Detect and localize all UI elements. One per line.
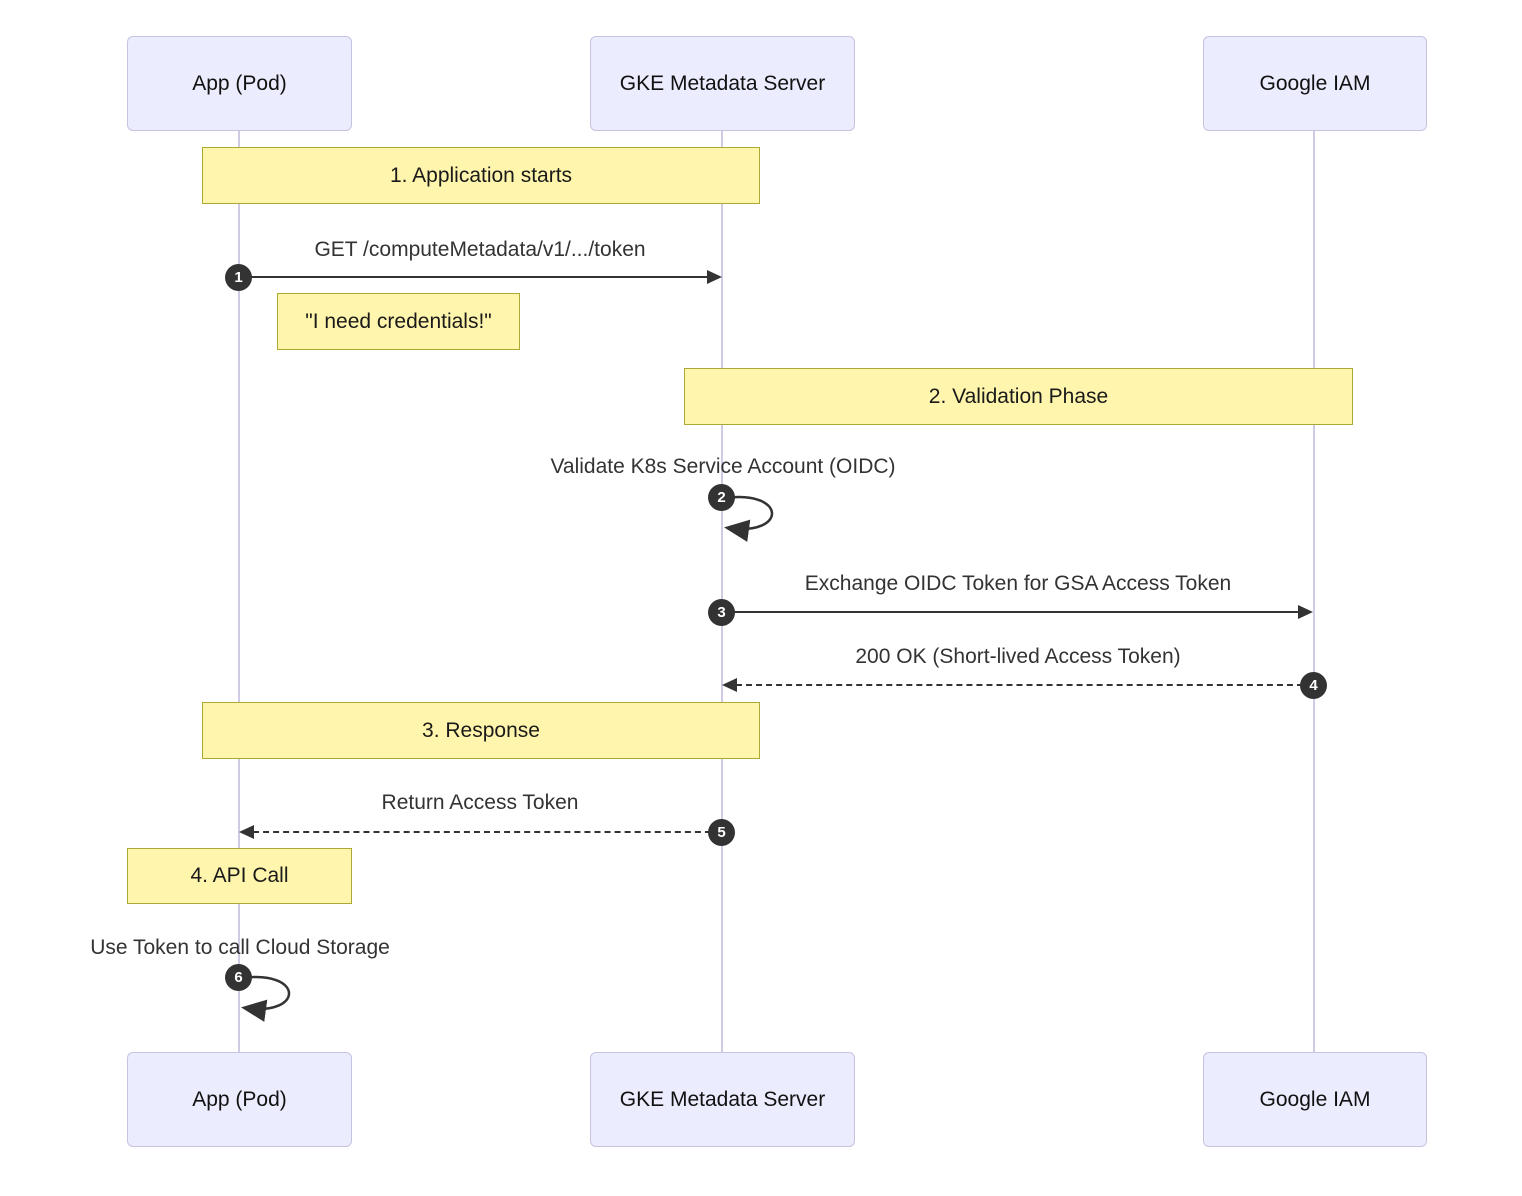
message-5-arrowhead-icon [239, 825, 254, 839]
phase-label: 2. Validation Phase [928, 384, 1109, 408]
message-2-selfloop-icon [724, 495, 774, 542]
actor-bottom-google-iam: Google IAM [1203, 1052, 1427, 1147]
message-4-arrowhead-icon [722, 678, 737, 692]
note-text: "I need credentials!" [305, 309, 492, 333]
message-3-arrowhead-icon [1298, 605, 1313, 619]
actor-top-app: App (Pod) [127, 36, 352, 131]
phase-response: 3. Response [202, 702, 760, 759]
message-3-label: Exchange OIDC Token for GSA Access Token [804, 572, 1232, 595]
message-2-number: 2 [708, 484, 735, 511]
message-1-label: GET /computeMetadata/v1/.../token [314, 238, 646, 261]
actor-top-google-iam: Google IAM [1203, 36, 1427, 131]
note-i-need-credentials: "I need credentials!" [277, 293, 520, 350]
phase-label: 4. API Call [190, 864, 289, 887]
phase-label: 3. Response [422, 718, 540, 742]
actor-label: GKE Metadata Server [619, 71, 826, 95]
message-6-selfloop-icon [241, 975, 291, 1022]
actor-label: App (Pod) [192, 1087, 287, 1111]
message-1-line [239, 276, 708, 278]
message-1-arrowhead-icon [707, 270, 722, 284]
message-3-line [722, 611, 1299, 613]
phase-label: 1. Application starts [389, 163, 573, 187]
phase-validation: 2. Validation Phase [684, 368, 1353, 425]
lifeline-app [238, 131, 240, 1052]
lifeline-google-iam [1313, 131, 1315, 1052]
actor-bottom-gke-metadata-server: GKE Metadata Server [590, 1052, 855, 1147]
actor-bottom-app: App (Pod) [127, 1052, 352, 1147]
message-3-number: 3 [708, 599, 735, 626]
message-4-line [736, 684, 1313, 686]
actor-label: App (Pod) [192, 71, 287, 95]
message-2-label: Validate K8s Service Account (OIDC) [550, 455, 896, 478]
message-4-number: 4 [1300, 672, 1327, 699]
message-4-label: 200 OK (Short-lived Access Token) [855, 645, 1181, 668]
message-5-line [253, 831, 721, 833]
actor-top-gke-metadata-server: GKE Metadata Server [590, 36, 855, 131]
message-5-label: Return Access Token [381, 791, 579, 814]
lifeline-gke-metadata-server [721, 131, 723, 1052]
actor-label: Google IAM [1259, 71, 1371, 95]
phase-api-call: 4. API Call [127, 848, 352, 904]
message-6-number: 6 [225, 964, 252, 991]
phase-application-starts: 1. Application starts [202, 147, 760, 204]
message-6-label: Use Token to call Cloud Storage [90, 936, 390, 959]
actor-label: Google IAM [1259, 1087, 1371, 1111]
message-1-number: 1 [225, 264, 252, 291]
message-5-number: 5 [708, 819, 735, 846]
actor-label: GKE Metadata Server [619, 1087, 826, 1111]
